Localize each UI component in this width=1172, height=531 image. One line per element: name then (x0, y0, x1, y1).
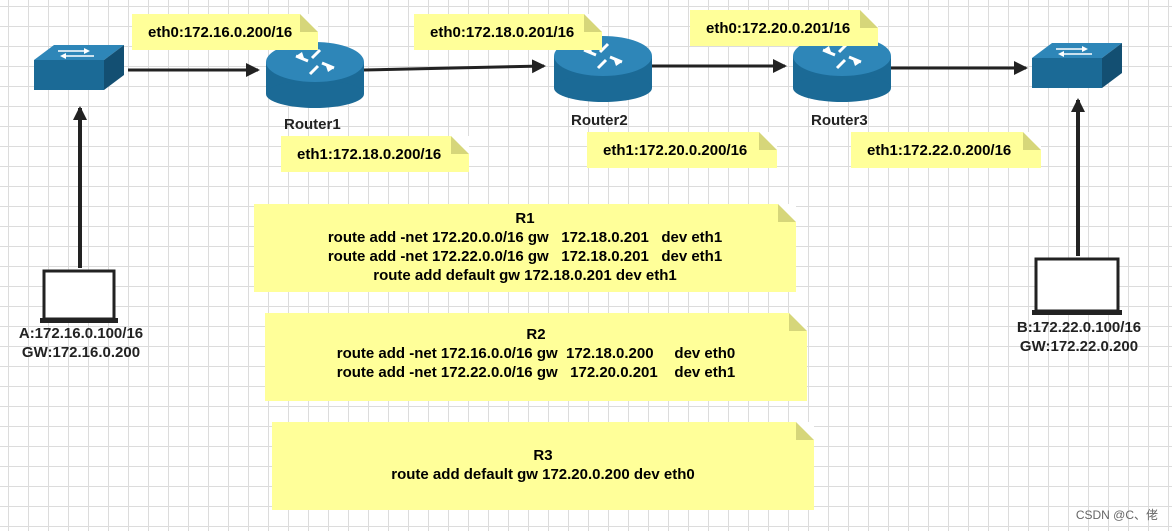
host-a-laptop-icon (40, 269, 118, 323)
router2-label: Router2 (571, 112, 628, 129)
note-fold-corner (789, 313, 807, 331)
router2-eth1-note: eth1:172.20.0.200/16 (587, 132, 777, 168)
host-a-ip: A:172.16.0.100/16 (18, 325, 144, 342)
r1-route-line: route add default gw 172.18.0.201 dev et… (373, 267, 677, 284)
note-fold-corner (778, 204, 796, 222)
note-fold-corner (451, 136, 469, 154)
r1-route-line: route add -net 172.22.0.0/16 gw 172.18.0… (327, 248, 723, 265)
note-fold-corner (860, 10, 878, 28)
watermark-text: CSDN @C、佬 (1075, 508, 1158, 522)
switch-a-icon (34, 45, 124, 90)
r2-routes-note: R2 route add -net 172.16.0.0/16 gw 172.1… (265, 313, 807, 401)
router1-eth0-label: eth0:172.16.0.200/16 (148, 23, 293, 41)
r1-route-line: route add -net 172.20.0.0/16 gw 172.18.0… (327, 229, 723, 246)
router2-eth1-label: eth1:172.20.0.200/16 (603, 141, 748, 159)
host-b-label: B:172.22.0.100/16 GW:172.22.0.200 (1004, 318, 1154, 356)
r3-route-line: route add default gw 172.20.0.200 dev et… (391, 466, 695, 483)
router1-icon (266, 42, 364, 108)
router3-icon (793, 36, 891, 102)
r3-routes-title: R3 (533, 447, 553, 464)
r2-route-line: route add -net 172.22.0.0/16 gw 172.20.0… (336, 364, 736, 381)
router1-eth1-note: eth1:172.18.0.200/16 (281, 136, 469, 172)
router1-eth0-note: eth0:172.16.0.200/16 (132, 14, 318, 50)
host-b-ip: B:172.22.0.100/16 (1016, 319, 1142, 336)
router3-eth1-label: eth1:172.22.0.200/16 (867, 141, 1012, 159)
router2-eth0-label: eth0:172.18.0.201/16 (430, 23, 575, 41)
r1-routes-title: R1 (515, 210, 535, 227)
link-router1-to-router2 (363, 59, 546, 74)
note-fold-corner (300, 14, 318, 32)
router3-eth1-note: eth1:172.22.0.200/16 (851, 132, 1041, 168)
note-fold-corner (1023, 132, 1041, 150)
router1-label: Router1 (284, 116, 341, 133)
router1-eth1-label: eth1:172.18.0.200/16 (297, 145, 442, 163)
r2-routes-title: R2 (526, 326, 546, 343)
r3-routes-note: R3 route add default gw 172.20.0.200 dev… (272, 422, 814, 510)
host-a-label: A:172.16.0.100/16 GW:172.16.0.200 (6, 324, 156, 362)
host-b-gateway: GW:172.22.0.200 (1019, 338, 1139, 355)
note-fold-corner (584, 14, 602, 32)
host-a-gateway: GW:172.16.0.200 (21, 344, 141, 361)
r2-route-line: route add -net 172.16.0.0/16 gw 172.18.0… (336, 345, 736, 362)
note-fold-corner (759, 132, 777, 150)
router3-eth0-label: eth0:172.20.0.201/16 (706, 19, 851, 37)
router2-eth0-note: eth0:172.18.0.201/16 (414, 14, 602, 50)
router3-eth0-note: eth0:172.20.0.201/16 (690, 10, 878, 46)
router3-label: Router3 (811, 112, 868, 129)
r1-routes-note: R1 route add -net 172.20.0.0/16 gw 172.1… (254, 204, 796, 292)
host-b-laptop-icon (1032, 257, 1122, 315)
note-fold-corner (796, 422, 814, 440)
switch-b-icon (1032, 43, 1122, 88)
